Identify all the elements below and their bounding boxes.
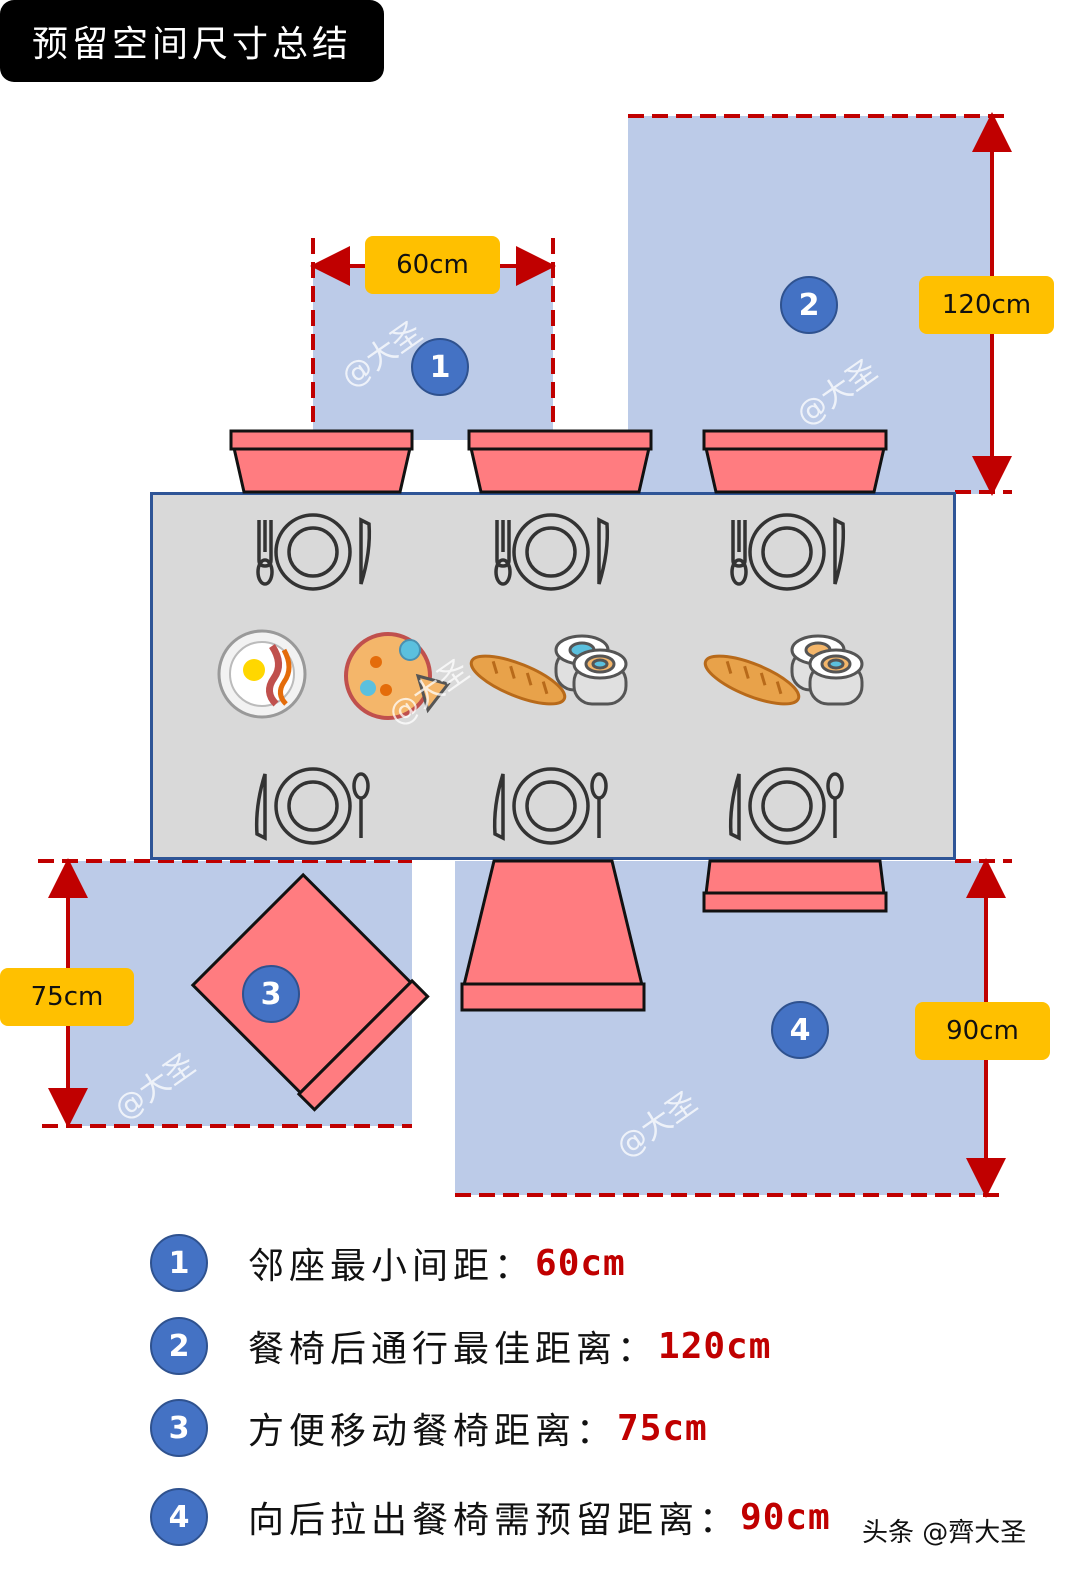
legend-value: 75cm xyxy=(617,1407,708,1449)
legend-number: 1 xyxy=(150,1234,208,1292)
place-setting-icon xyxy=(254,767,370,845)
legend-number: 3 xyxy=(150,1399,208,1457)
legend-text: 向后拉出餐椅需预留距离： xyxy=(248,1500,741,1541)
legend-number: 2 xyxy=(150,1317,208,1375)
zone-2-number: 2 xyxy=(780,276,838,334)
legend-number: 4 xyxy=(150,1488,208,1546)
legend-value: 120cm xyxy=(658,1325,772,1367)
place-setting-icon xyxy=(492,767,608,845)
diagram-title: 预留空间尺寸总结 xyxy=(0,0,384,82)
chair-bottom-right xyxy=(702,859,888,913)
dim-label-zone-2: 120cm xyxy=(919,276,1054,334)
place-setting-icon xyxy=(730,513,846,591)
baguette-icon xyxy=(703,654,801,706)
fried-egg-bacon-icon xyxy=(217,629,307,719)
zone-3-number: 3 xyxy=(242,965,300,1023)
sushi-roll-icon xyxy=(554,634,628,706)
place-setting-icon xyxy=(494,513,610,591)
sushi-roll-icon xyxy=(790,634,864,706)
source-credit: 头条 @齊大圣 xyxy=(862,1518,1027,1548)
legend-value: 90cm xyxy=(740,1496,831,1538)
legend-text: 餐椅后通行最佳距离： xyxy=(248,1329,659,1370)
legend-item: 4 向后拉出餐椅需预留距离： 90cm xyxy=(150,1488,831,1546)
legend-text: 邻座最小间距： xyxy=(248,1246,536,1287)
legend-item: 1 邻座最小间距： 60cm xyxy=(150,1234,626,1292)
chair-top-3 xyxy=(702,429,888,494)
dim-label-zone-4: 90cm xyxy=(915,1002,1050,1060)
place-setting-icon xyxy=(256,513,372,591)
legend-text: 方便移动餐椅距离： xyxy=(248,1411,618,1452)
chair-top-2 xyxy=(467,429,653,494)
pizza-icon xyxy=(344,632,451,720)
place-settings xyxy=(254,513,846,845)
place-setting-icon xyxy=(728,767,844,845)
chair-bottom-pulled xyxy=(460,859,646,1012)
baguette-icon xyxy=(469,654,567,706)
legend-item: 3 方便移动餐椅距离： 75cm xyxy=(150,1399,708,1457)
zone-1-number: 1 xyxy=(411,338,469,396)
zone-4-number: 4 xyxy=(771,1001,829,1059)
chair-top-1 xyxy=(229,429,414,494)
dim-label-zone-1: 60cm xyxy=(365,236,500,294)
dim-label-zone-3: 75cm xyxy=(0,968,134,1026)
chair-rotated xyxy=(190,872,430,1112)
legend-item: 2 餐椅后通行最佳距离： 120cm xyxy=(150,1317,771,1375)
legend-value: 60cm xyxy=(535,1242,626,1284)
